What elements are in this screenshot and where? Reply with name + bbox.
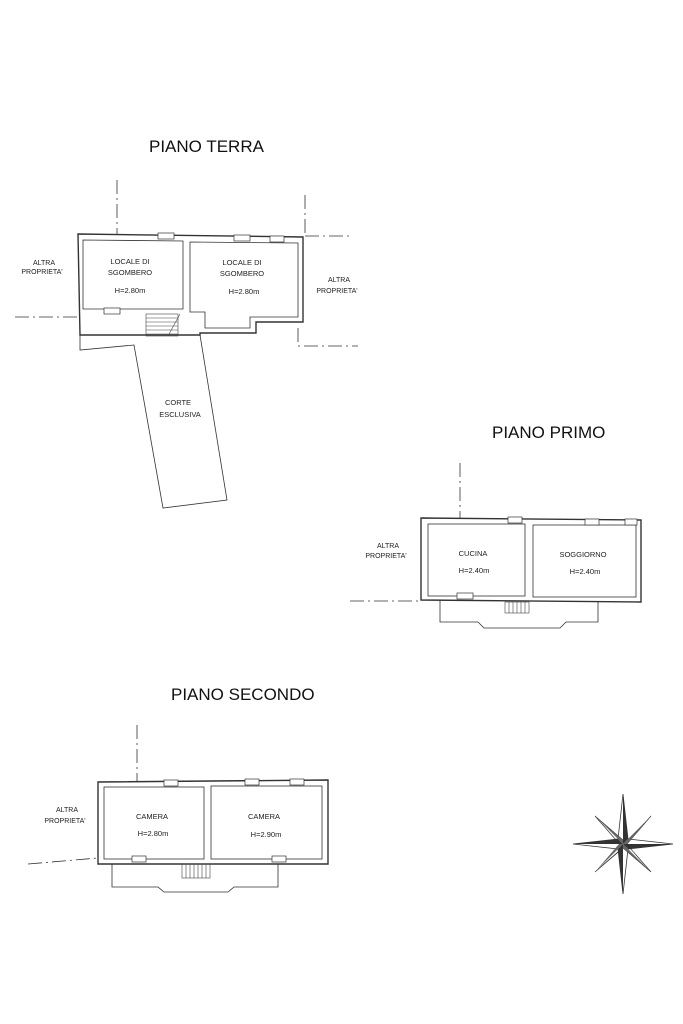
room-label: CAMERA [248,812,280,821]
room-height: H=2.80m [115,286,146,295]
ground-floor-outer-wall [77,233,304,336]
window [233,234,251,242]
balcony-outline [111,864,279,893]
room-label: CAMERA [136,812,168,821]
neighbor-label: PROPRIETA' [44,818,85,825]
court-label: CORTE [165,398,191,407]
window [507,516,523,524]
neighbor-label: ALTRA [33,260,55,267]
neighbor-label: PROPRIETA' [316,288,357,295]
window [157,232,175,240]
room-label: SGOMBERO [220,269,264,278]
room-height: H=2.90m [251,830,282,839]
window [271,855,287,863]
court-label: ESCLUSIVA [159,410,201,419]
living-room-outline [532,524,637,598]
neighbor-label: ALTRA [377,543,399,550]
bedroom-1-outline [103,786,205,860]
window [163,779,179,787]
bedroom-2-outline [210,785,323,860]
window [103,307,121,315]
window [456,592,474,600]
second-floor-plan: PIANO SECONDO CAMERA H=2.80m CAMERA H=2.… [27,685,329,893]
room-label: LOCALE DI [222,258,261,267]
room-label: SGOMBERO [108,268,152,277]
property-boundary-line [27,857,99,865]
staircase [181,863,211,879]
room-label: CUCINA [459,549,488,558]
neighbor-label: PROPRIETA' [365,553,406,560]
neighbor-label: PROPRIETA' [21,269,62,276]
storage-room-2-outline [189,241,299,329]
room-height: H=2.80m [229,287,260,296]
room-height: H=2.80m [138,829,169,838]
room-height: H=2.40m [459,566,490,575]
room-height: H=2.40m [570,567,601,576]
second-floor-title: PIANO SECONDO [171,685,315,704]
room-label: LOCALE DI [110,257,149,266]
kitchen-outline [427,523,526,597]
window [584,518,600,526]
window [131,855,147,863]
exclusive-court-outline [79,334,228,509]
neighbor-label: ALTRA [328,277,350,284]
second-floor-outer-wall [97,779,329,865]
window [624,518,638,526]
staircase [145,313,181,337]
ground-floor-title: PIANO TERRA [149,137,265,156]
property-boundary-line [297,328,358,347]
first-floor-plan: PIANO PRIMO CUCINA H=2.40m SOGGIORNO H=2… [350,423,642,629]
window [289,778,305,786]
compass-rose-icon [572,793,674,895]
window [269,235,285,243]
window [244,778,260,786]
room-label: SOGGIORNO [559,550,606,559]
balcony-outline [439,600,599,629]
storage-room-1-outline [82,239,184,310]
first-floor-title: PIANO PRIMO [492,423,605,442]
first-floor-outer-wall [420,517,642,603]
neighbor-label: ALTRA [56,807,78,814]
staircase [504,601,530,614]
ground-floor-plan: PIANO TERRA LOCALE DI SGO [15,137,358,509]
